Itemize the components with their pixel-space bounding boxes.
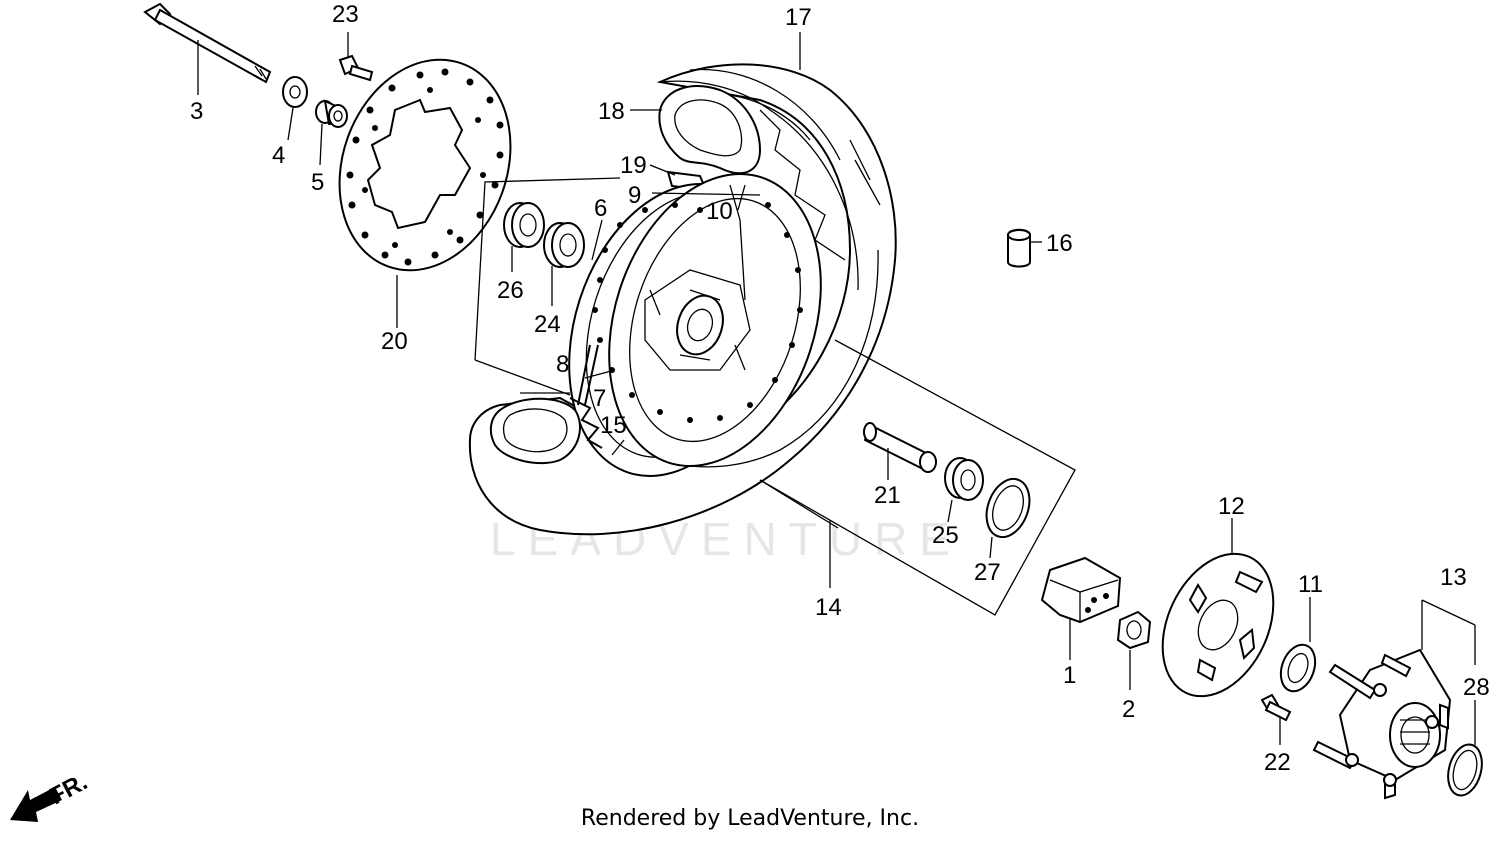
callout-4: 4 bbox=[272, 142, 285, 169]
callout-22: 22 bbox=[1264, 749, 1291, 776]
callout-20: 20 bbox=[381, 328, 408, 355]
bearing-part-26[interactable] bbox=[503, 202, 545, 272]
callout-5: 5 bbox=[311, 169, 324, 196]
footer-credit: Rendered by LeadVenture, Inc. bbox=[580, 806, 920, 831]
callout-2: 2 bbox=[1122, 696, 1135, 723]
valve-cap-part[interactable] bbox=[1007, 228, 1031, 268]
callout-6: 6 bbox=[594, 195, 607, 222]
callout-23: 23 bbox=[332, 1, 359, 28]
brake-disc-part[interactable] bbox=[311, 35, 539, 328]
callout-24: 24 bbox=[534, 311, 561, 338]
callout-27: 27 bbox=[974, 559, 1001, 586]
bearing-part-25[interactable] bbox=[944, 457, 984, 523]
callout-25: 25 bbox=[932, 522, 959, 549]
callout-12: 12 bbox=[1218, 493, 1245, 520]
valve-stem-part[interactable] bbox=[489, 344, 616, 465]
callout-10: 10 bbox=[706, 198, 733, 225]
callout-labels: 1 2 3 4 5 6 7 8 9 10 11 12 13 14 15 16 1… bbox=[190, 1, 1490, 776]
callout-17: 17 bbox=[785, 4, 812, 31]
callout-8: 8 bbox=[556, 351, 569, 378]
retainer-part[interactable] bbox=[1116, 610, 1152, 690]
callout-14: 14 bbox=[815, 594, 842, 621]
callout-7: 7 bbox=[593, 385, 606, 412]
callout-18: 18 bbox=[598, 98, 625, 125]
inner-tube-part[interactable] bbox=[630, 85, 762, 175]
driven-flange-part[interactable] bbox=[1312, 599, 1476, 800]
callout-1: 1 bbox=[1063, 662, 1076, 689]
callout-11: 11 bbox=[1298, 571, 1323, 598]
collar-part-11[interactable] bbox=[1275, 597, 1321, 696]
speedometer-gearbox-part[interactable] bbox=[1040, 556, 1122, 660]
callout-19: 19 bbox=[620, 152, 647, 179]
leader-lines bbox=[520, 32, 1042, 529]
wheel-rim-part[interactable] bbox=[534, 146, 857, 503]
distance-collar-part[interactable] bbox=[863, 422, 937, 480]
collar-part[interactable] bbox=[315, 99, 348, 166]
callout-21: 21 bbox=[874, 482, 901, 509]
bearing-part-24[interactable] bbox=[543, 222, 585, 306]
callout-28: 28 bbox=[1463, 674, 1490, 701]
callout-15: 15 bbox=[600, 412, 627, 439]
bolt-part-22[interactable] bbox=[1260, 693, 1292, 745]
oil-seal-part[interactable] bbox=[979, 473, 1037, 559]
sprocket-plate-part[interactable] bbox=[1141, 518, 1295, 714]
callout-16: 16 bbox=[1046, 230, 1073, 257]
callout-9: 9 bbox=[628, 182, 641, 209]
washer-part[interactable] bbox=[282, 76, 308, 141]
o-ring-part[interactable] bbox=[1443, 700, 1487, 799]
callout-13: 13 bbox=[1440, 564, 1467, 591]
callout-26: 26 bbox=[497, 277, 524, 304]
axle-part[interactable] bbox=[143, 2, 272, 95]
callout-3: 3 bbox=[190, 98, 203, 125]
bolt-part-23[interactable] bbox=[338, 32, 374, 82]
assembly-outline bbox=[474, 177, 1076, 616]
